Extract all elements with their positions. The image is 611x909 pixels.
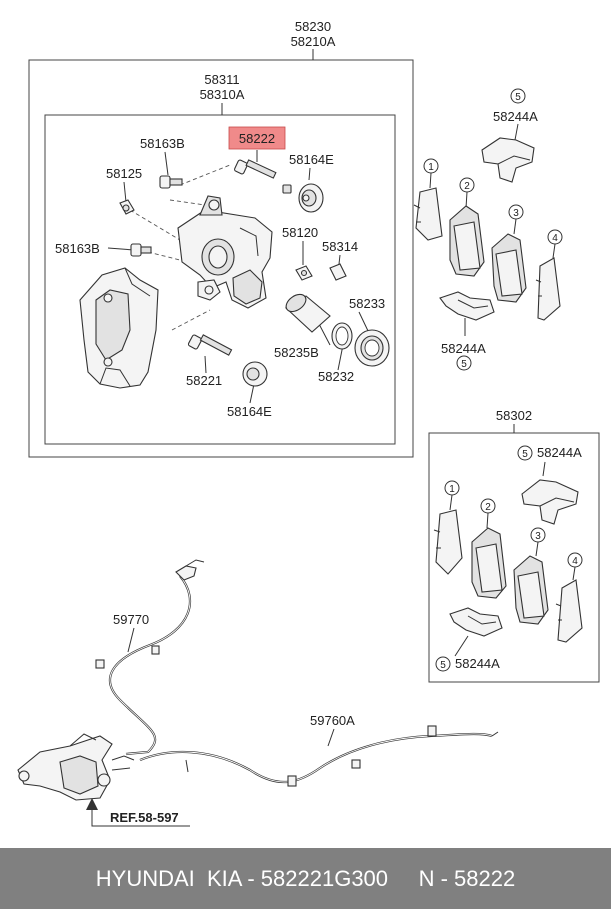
callout-2-group-1: 2 xyxy=(464,181,470,192)
seal-ring xyxy=(354,329,390,367)
label-59760a: 59760A xyxy=(310,713,355,728)
callout-2-group-2: 2 xyxy=(485,502,491,513)
label-58164e-upper: 58164E xyxy=(289,152,334,167)
guide-pin-upper xyxy=(234,159,277,179)
highlighted-part-number: 58222 xyxy=(239,131,275,146)
label-58244a-top-2: 58244A xyxy=(537,445,582,460)
footer-text: HYUNDAI KIA - 582221G300 N - 58222 xyxy=(95,865,516,891)
label-58125: 58125 xyxy=(106,166,142,181)
label-59770: 59770 xyxy=(113,612,149,627)
caliper-number-b: 58310A xyxy=(200,87,245,102)
assembly-frame xyxy=(28,59,414,458)
assembly-number-a: 58230 xyxy=(295,19,331,34)
callout-5-top-1: 5 xyxy=(515,92,521,103)
piston-seal xyxy=(331,322,353,350)
cable-59770 xyxy=(95,559,205,756)
callout-1-group-2: 1 xyxy=(449,484,455,495)
pad-outer-group-1 xyxy=(491,233,527,303)
boot-upper xyxy=(298,183,324,213)
guide-pin-lower xyxy=(187,334,233,356)
pad-clip-top-1 xyxy=(481,137,535,183)
callout-4-group-2: 4 xyxy=(572,556,578,567)
callout-3-group-2: 3 xyxy=(535,531,541,542)
callout-5-bottom-2: 5 xyxy=(440,660,446,671)
label-58244a-top-1: 58244A xyxy=(493,109,538,124)
callout-1-group-1: 1 xyxy=(428,162,434,173)
parking-brake-lever xyxy=(17,733,135,801)
ref-label: REF.58-597 xyxy=(110,810,179,825)
pad-inner-group-2 xyxy=(471,527,507,599)
small-nut xyxy=(282,184,292,194)
fitting xyxy=(295,265,313,281)
label-58221: 58221 xyxy=(186,373,222,388)
pad-outer-group-2 xyxy=(513,555,549,625)
label-58163b-lower: 58163B xyxy=(55,241,100,256)
shim-2-group-1 xyxy=(535,257,561,321)
shim-1-group-1 xyxy=(413,187,443,241)
pad-clip-top-2 xyxy=(521,479,579,525)
footer-bar: HYUNDAI KIA - 582221G300 N - 58222 xyxy=(0,848,611,909)
label-58232: 58232 xyxy=(318,369,354,384)
assembly-number-b: 58210A xyxy=(291,34,336,49)
callout-4-group-1: 4 xyxy=(552,233,558,244)
label-58164e-lower: 58164E xyxy=(227,404,272,419)
bolt-lower xyxy=(130,243,152,257)
callout-5-top-2: 5 xyxy=(522,449,528,460)
bleeder-screw xyxy=(119,199,135,215)
shim-2-group-2 xyxy=(555,579,583,643)
pad-clip-bottom-1 xyxy=(439,291,495,321)
label-58120: 58120 xyxy=(282,225,318,240)
label-58244a-bottom-2: 58244A xyxy=(455,656,500,671)
label-58163b-upper: 58163B xyxy=(140,136,185,151)
caliper-number-a: 58311 xyxy=(204,72,239,87)
caliper-bracket xyxy=(79,267,159,389)
label-58235b: 58235B xyxy=(274,345,319,360)
label-58302: 58302 xyxy=(496,408,532,423)
caliper-frame xyxy=(44,114,396,445)
highlight-box xyxy=(228,126,286,150)
piston xyxy=(285,293,331,333)
label-58233: 58233 xyxy=(349,296,385,311)
shim-1-group-2 xyxy=(433,509,463,575)
pad-inner-group-1 xyxy=(449,205,485,277)
cap xyxy=(329,263,347,281)
callout-3-group-1: 3 xyxy=(513,208,519,219)
callout-5-bottom-1: 5 xyxy=(461,359,467,370)
label-58314: 58314 xyxy=(322,239,358,254)
caliper-body xyxy=(177,195,273,309)
label-58244a-bottom-1: 58244A xyxy=(441,341,486,356)
pad-clip-bottom-2 xyxy=(449,607,503,637)
bolt-upper xyxy=(159,175,183,189)
boot-lower xyxy=(242,361,268,387)
parts-diagram: 58230 58210A 58311 58310A 58222 58163B 5… xyxy=(17,19,600,827)
cable-59760a xyxy=(139,725,499,787)
